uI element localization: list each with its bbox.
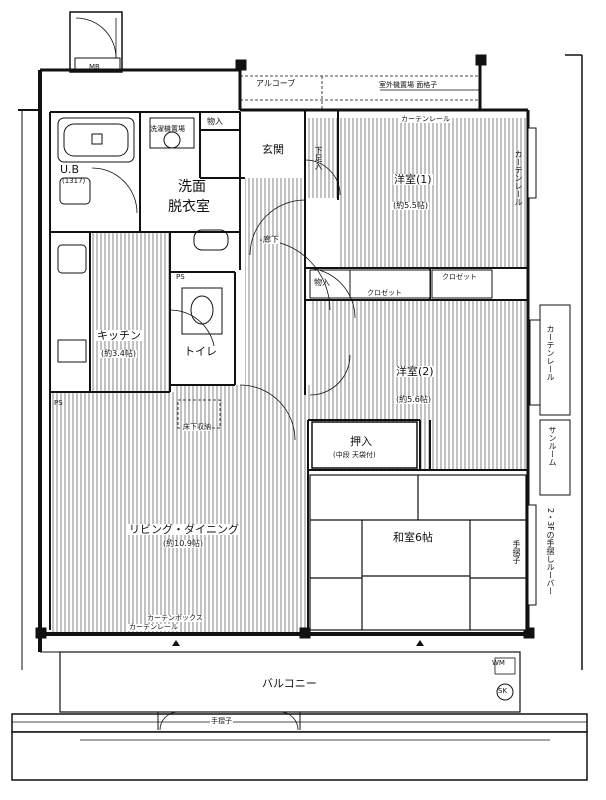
label-sunroom: サンルーム	[548, 426, 557, 466]
label-room2-size: (約5.6帖)	[395, 395, 432, 404]
label-washitsu: 和室6帖	[392, 531, 434, 544]
label-curtain-rail-top: カーテンレール	[400, 115, 451, 123]
outer-walls	[18, 54, 583, 670]
label-oshiire-note: (中段 天袋付)	[333, 451, 376, 459]
label-kitchen: キッチン	[96, 329, 142, 342]
label-balcony: バルコニー	[262, 677, 317, 690]
label-louver: 2・3Fの手摺しルーバー	[546, 508, 555, 595]
label-corridor: 廊下	[262, 235, 280, 244]
label-curtain-box: カーテンボックス	[146, 614, 204, 622]
floor-kitchen	[90, 232, 170, 392]
right-windows	[527, 127, 571, 606]
label-store1: 物入	[207, 117, 223, 126]
bath-fixtures	[57, 117, 229, 363]
label-entrance: 玄関	[262, 143, 284, 156]
label-store2: 物入	[314, 278, 330, 287]
label-toilet: トイレ	[183, 345, 218, 358]
oshiire-box	[311, 421, 418, 469]
label-mb: MB	[89, 63, 100, 71]
label-curtain-rail-bottom: カーテンレール	[128, 623, 179, 631]
floor-corridor-lower	[175, 385, 310, 420]
label-shoes: 下足入	[314, 146, 323, 170]
label-room2: 洋室(2)	[395, 365, 435, 378]
label-closet2: クロゼット	[442, 273, 477, 281]
window-markers	[172, 640, 424, 646]
floor-entrance-hall	[305, 118, 338, 198]
label-wm: WM	[492, 659, 505, 667]
label-curtain-rail-right2: カーテンレール	[546, 325, 555, 381]
label-ub: U.B	[60, 163, 80, 176]
label-sk: SK	[498, 687, 508, 695]
label-ps-left: PS	[54, 399, 63, 407]
label-ps-kitchen: PS	[176, 273, 185, 281]
floor-corridor	[245, 178, 307, 418]
label-alcove: アルコーブ	[255, 79, 297, 88]
label-ub-size: (1317)	[62, 177, 86, 185]
label-kitchen-size: (約3.4帖)	[100, 349, 137, 358]
balcony-area	[11, 651, 588, 781]
label-living-size: (約10.9帖)	[162, 539, 205, 548]
floor-living	[50, 392, 308, 632]
label-laundry2: 脱衣室	[168, 199, 210, 215]
tatami-room	[309, 474, 527, 631]
label-living: リビング・ダイニング	[128, 523, 240, 536]
alcove-canopy	[240, 75, 480, 110]
floor-room1	[338, 118, 528, 268]
striped-floors	[50, 118, 528, 632]
label-room1: 洋室(1)	[393, 173, 433, 186]
label-handrail-side: 手摺子	[512, 540, 521, 564]
interior-walls	[49, 110, 529, 632]
label-room1-size: (約5.5帖)	[392, 201, 429, 210]
label-washer: 洗濯機置場	[150, 125, 185, 133]
label-floor-storage: 床下収納	[182, 423, 212, 431]
label-ext-note: 室外機置場 面格子	[378, 81, 439, 89]
label-railing: 手摺子	[210, 717, 233, 725]
label-closet1: クロゼット	[367, 289, 402, 297]
label-laundry: 洗面	[178, 179, 206, 195]
label-curtain-rail-right: カーテンレール	[514, 150, 523, 206]
label-oshiire: 押入	[350, 435, 372, 448]
